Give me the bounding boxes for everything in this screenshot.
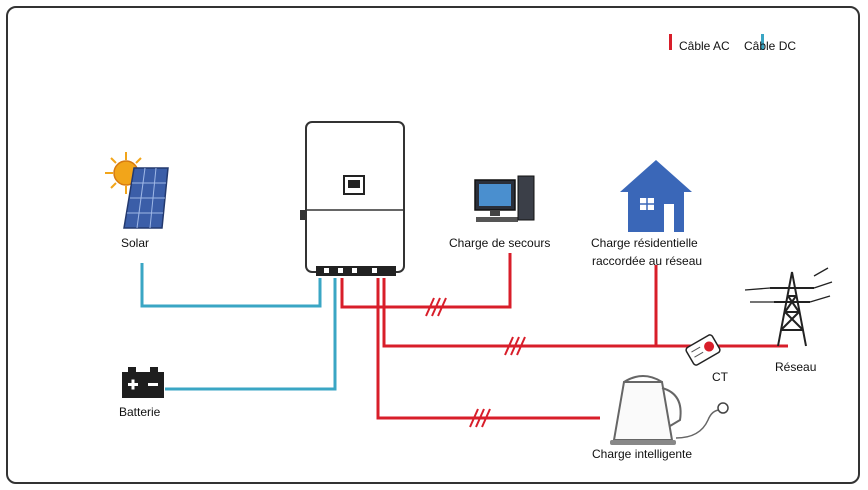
battery-icon — [122, 367, 164, 398]
house-icon — [620, 160, 692, 232]
solar-dc-cable — [140, 263, 322, 308]
inverter-icon — [300, 121, 405, 276]
battery-label: Batterie — [119, 405, 161, 419]
home-load-label-line2: raccordée au réseau — [592, 254, 703, 268]
current-transformer-icon — [685, 334, 721, 366]
backup-load-label: Charge de secours — [449, 236, 551, 250]
backup-ac-cable — [340, 253, 512, 309]
battery-dc-cable — [165, 278, 337, 391]
smart-load-label: Charge intelligente — [592, 447, 693, 461]
diagram-frame — [6, 6, 860, 484]
ac-cable-legend-label: Câble AC — [679, 39, 730, 53]
grid-hash-mark — [504, 336, 526, 356]
ac-cable-legend-mark — [669, 34, 672, 50]
computer-icon — [474, 175, 535, 222]
dc-cable-legend-mark — [761, 34, 764, 50]
dc-cable-legend-label: Câble DC — [744, 39, 797, 53]
solar-label: Solar — [121, 236, 150, 250]
solar-panel-icon — [105, 152, 169, 229]
grid-label: Réseau — [775, 360, 817, 374]
cable-hash-marks — [425, 297, 526, 428]
grid-ac-cable — [382, 278, 788, 348]
ac-cables — [340, 253, 788, 420]
smart-load-ac-cable — [376, 278, 600, 420]
ct-label: CT — [712, 370, 728, 384]
power-tower-icon — [744, 267, 833, 347]
smart-load-hash-mark — [469, 408, 491, 428]
backup-hash-mark — [425, 297, 447, 317]
home-load-label-line1: Charge résidentielle — [591, 236, 698, 250]
dc-cables — [140, 263, 337, 391]
kettle-icon — [610, 375, 729, 445]
